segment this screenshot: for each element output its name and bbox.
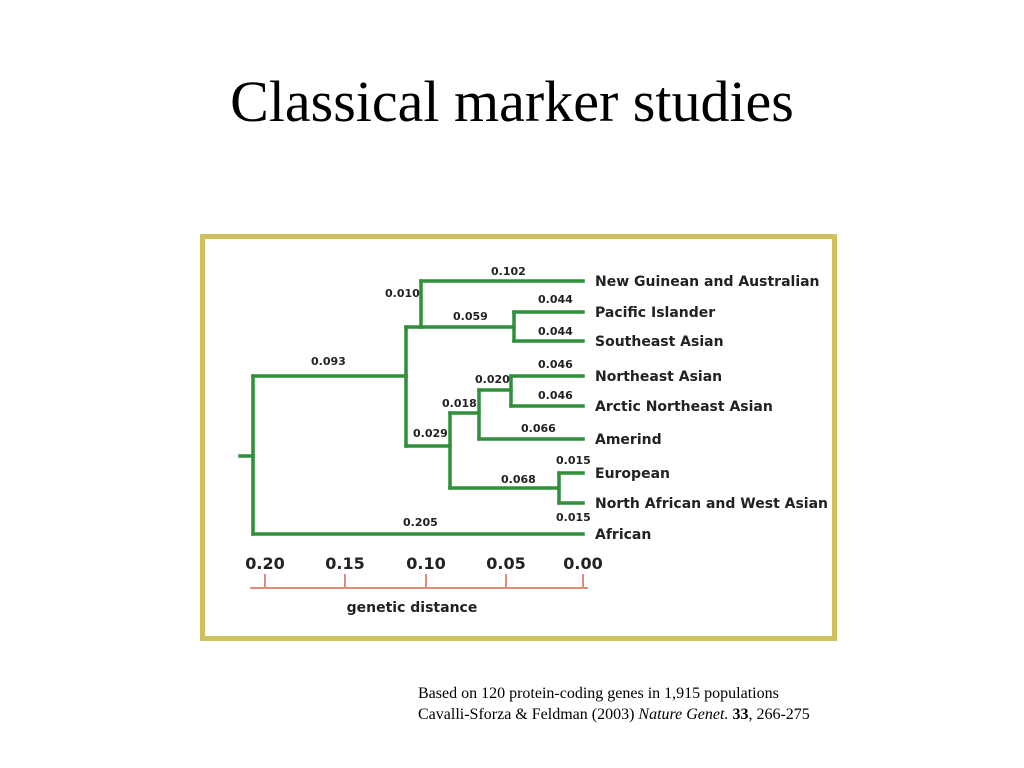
leaf-label-new-guinean-australian: New Guinean and Australian <box>595 274 820 290</box>
dendrogram-figure: 0.093 0.205 0.010 0.102 0.059 0.044 0.04… <box>200 234 837 641</box>
leaf-labels: New Guinean and Australian Pacific Islan… <box>595 274 828 543</box>
dendrogram-svg: 0.093 0.205 0.010 0.102 0.059 0.044 0.04… <box>238 265 828 616</box>
branch-label-to-arctic-northeast-asian: 0.046 <box>538 389 573 402</box>
branch-label-to-pacific-islander: 0.044 <box>538 293 573 306</box>
caption-authors: Cavalli-Sforza & Feldman (2003) <box>418 706 639 723</box>
axis-title: genetic distance <box>347 600 478 616</box>
caption-pages: , 266-275 <box>748 706 810 723</box>
axis-tick-label-2: 0.10 <box>406 554 445 573</box>
caption-line-2: Cavalli-Sforza & Feldman (2003) Nature G… <box>418 704 810 725</box>
leaf-label-european: European <box>595 466 670 482</box>
branch-label-root-to-nonafrican: 0.093 <box>311 355 346 368</box>
branch-label-to-eur-naf: 0.068 <box>501 473 536 486</box>
leaf-label-amerind: Amerind <box>595 432 662 448</box>
leaf-label-north-african-west-asian: North African and West Asian <box>595 496 828 512</box>
axis-tick-label-0: 0.20 <box>245 554 284 573</box>
branch-label-to-african: 0.205 <box>403 516 438 529</box>
figure-caption: Based on 120 protein-coding genes in 1,9… <box>418 683 810 725</box>
branch-label-to-new-guinean: 0.102 <box>491 265 526 278</box>
branch-labels: 0.093 0.205 0.010 0.102 0.059 0.044 0.04… <box>311 265 591 529</box>
branch-label-to-ne-amerind: 0.018 <box>442 397 477 410</box>
branch-label-to-southeast-asian: 0.044 <box>538 325 573 338</box>
branch-label-to-amerind: 0.066 <box>521 422 556 435</box>
caption-line-1: Based on 120 protein-coding genes in 1,9… <box>418 685 779 702</box>
leaf-label-african: African <box>595 527 651 543</box>
axis-tick-label-3: 0.05 <box>486 554 525 573</box>
branch-label-to-northeast-asian: 0.046 <box>538 358 573 371</box>
leaf-label-arctic-northeast-asian: Arctic Northeast Asian <box>595 399 773 415</box>
distance-axis: 0.20 0.15 0.10 0.05 0.00 genetic distanc… <box>245 554 602 616</box>
branch-label-to-north-african: 0.015 <box>556 511 591 524</box>
axis-tick-label-4: 0.00 <box>563 554 602 573</box>
branch-label-to-european: 0.015 <box>556 454 591 467</box>
leaf-label-northeast-asian: Northeast Asian <box>595 369 722 385</box>
branch-label-to-ne-amerind-eur: 0.029 <box>413 427 448 440</box>
slide-title: Classical marker studies <box>230 69 794 134</box>
leaf-label-pacific-islander: Pacific Islander <box>595 305 715 321</box>
branch-label-to-ne-arctic: 0.020 <box>475 373 510 386</box>
caption-volume: 33 <box>732 706 749 723</box>
branch-label-to-oceania-asia: 0.010 <box>385 287 420 300</box>
caption-journal: Nature Genet. <box>638 706 729 723</box>
tree-edges <box>238 279 585 536</box>
axis-tick-label-1: 0.15 <box>325 554 364 573</box>
branch-label-to-pacific-se: 0.059 <box>453 310 488 323</box>
leaf-label-southeast-asian: Southeast Asian <box>595 334 724 350</box>
